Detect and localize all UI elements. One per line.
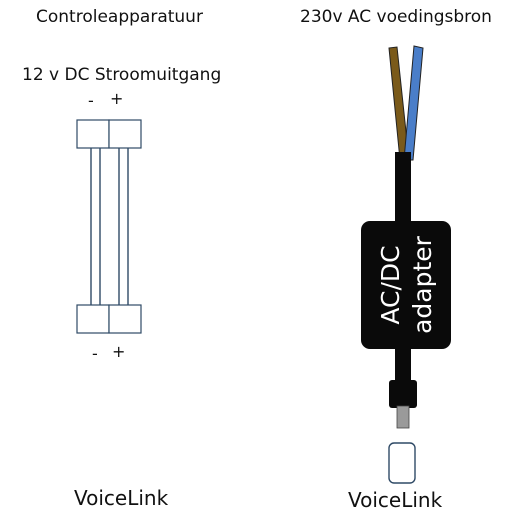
adapter-cable (361, 45, 451, 484)
bottom-plus-sign: + (112, 342, 126, 361)
adapter-label-line1: AC/DC (376, 245, 405, 324)
left-title: Controleapparatuur (36, 7, 203, 27)
blue-wire (403, 45, 424, 161)
plug-collar (389, 380, 417, 408)
right-voicelink-label: VoiceLink (348, 488, 443, 512)
bottom-terminal-minus (76, 304, 110, 334)
upper-cable (395, 152, 411, 224)
adapter-body (361, 221, 451, 349)
top-plus-sign: + (110, 89, 124, 108)
plug-tip (396, 405, 410, 429)
top-terminal-plus (108, 119, 142, 149)
adapter-label-line2: adapter (408, 235, 437, 334)
bottom-minus-sign: - (92, 344, 98, 363)
lower-cable (395, 348, 411, 384)
bottom-terminal-plus (108, 304, 142, 334)
top-minus-sign: - (88, 91, 94, 110)
voicelink-socket (388, 442, 416, 484)
top-terminal-minus (76, 119, 110, 149)
right-title: 230v AC voedingsbron (300, 7, 492, 27)
output-label: 12 v DC Stroomuitgang (22, 65, 222, 85)
left-voicelink-label: VoiceLink (74, 486, 169, 510)
power-output-terminals (76, 119, 142, 334)
